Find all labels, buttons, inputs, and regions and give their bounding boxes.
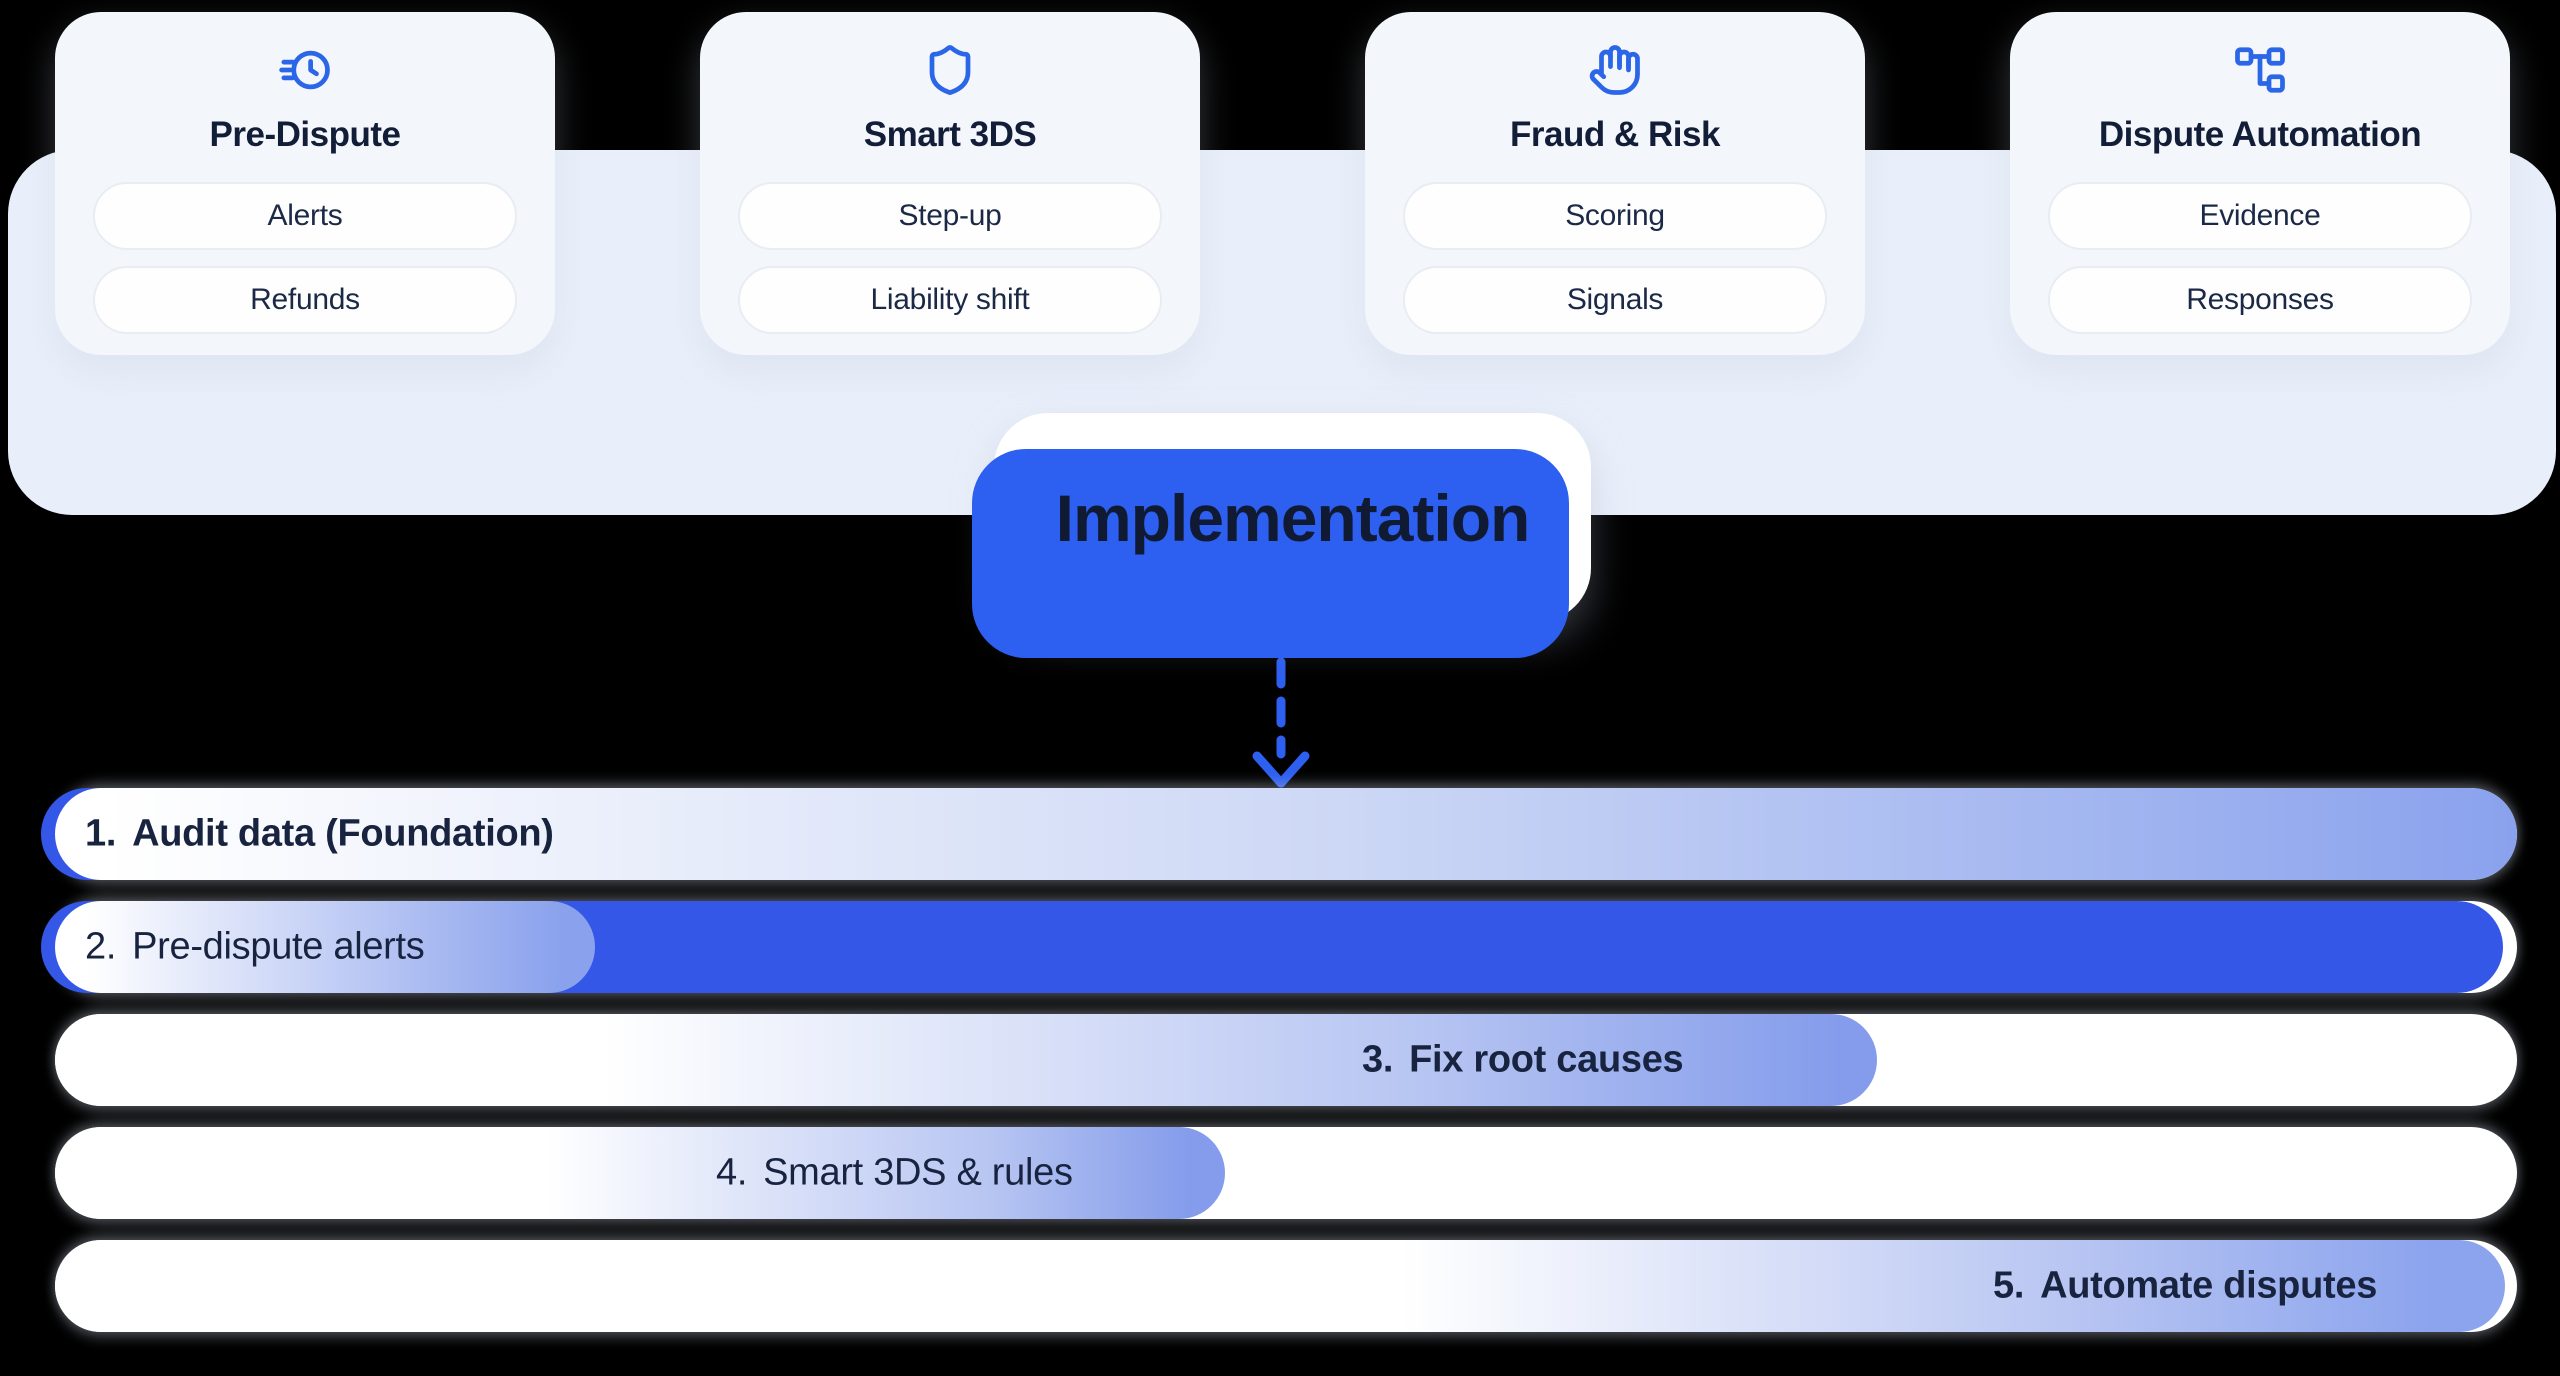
card-title: Fraud & Risk [1510, 115, 1720, 154]
workflow-icon [2010, 40, 2510, 100]
card-pill-list: Alerts Refunds [93, 182, 517, 334]
card-title: Dispute Automation [2098, 115, 2422, 154]
card-pill-list: Evidence Responses [2048, 182, 2472, 334]
phase-bar-automate-disputes: 5. Automate disputes [55, 1240, 2517, 1332]
card-pill: Refunds [93, 266, 517, 334]
phase-bar-smart-3ds-rules: 4. Smart 3DS & rules [55, 1127, 2517, 1219]
phase-progress-fill [55, 901, 595, 993]
phase-progress-fill [55, 1240, 2505, 1332]
card-dispute-automation: Dispute Automation Evidence Responses [2010, 12, 2510, 355]
card-pill: Signals [1403, 266, 1827, 334]
card-pill: Step-up [738, 182, 1162, 250]
phase-label: 5. Automate disputes [1993, 1264, 2378, 1307]
shield-icon [700, 40, 1200, 100]
raised-hand-icon [1365, 40, 1865, 100]
card-pill: Evidence [2048, 182, 2472, 250]
card-pill: Responses [2048, 266, 2472, 334]
phase-progress-fill [55, 788, 2517, 880]
card-title: Pre-Dispute [209, 115, 401, 154]
card-smart-3ds: Smart 3DS Step-up Liability shift [700, 12, 1200, 355]
card-pill: Alerts [93, 182, 517, 250]
card-pill-list: Scoring Signals [1403, 182, 1827, 334]
phase-label: 4. Smart 3DS & rules [716, 1151, 1073, 1194]
card-title: Smart 3DS [863, 115, 1037, 154]
phase-bar-pre-dispute-alerts: 2. Pre-dispute alerts [41, 901, 2517, 993]
card-fraud-risk: Fraud & Risk Scoring Signals [1365, 12, 1865, 355]
phase-label: 2. Pre-dispute alerts [85, 925, 425, 968]
card-pre-dispute: Pre-Dispute Alerts Refunds [55, 12, 555, 355]
phase-label: 1. Audit data (Foundation) [85, 812, 554, 855]
phase-bar-audit-data: 1. Audit data (Foundation) [41, 788, 2517, 880]
implementation-node: Implementation [972, 413, 1591, 658]
down-arrow-icon [1252, 658, 1310, 788]
fast-clock-icon [55, 40, 555, 100]
card-pill: Liability shift [738, 266, 1162, 334]
phase-label: 3. Fix root causes [1362, 1038, 1684, 1081]
card-pill: Scoring [1403, 182, 1827, 250]
card-pill-list: Step-up Liability shift [738, 182, 1162, 334]
implementation-label: Implementation [1055, 480, 1531, 555]
phase-bar-fix-root-causes: 3. Fix root causes [55, 1014, 2517, 1106]
phase-progress-fill [55, 1127, 1225, 1219]
phase-progress-fill [55, 1014, 1877, 1106]
